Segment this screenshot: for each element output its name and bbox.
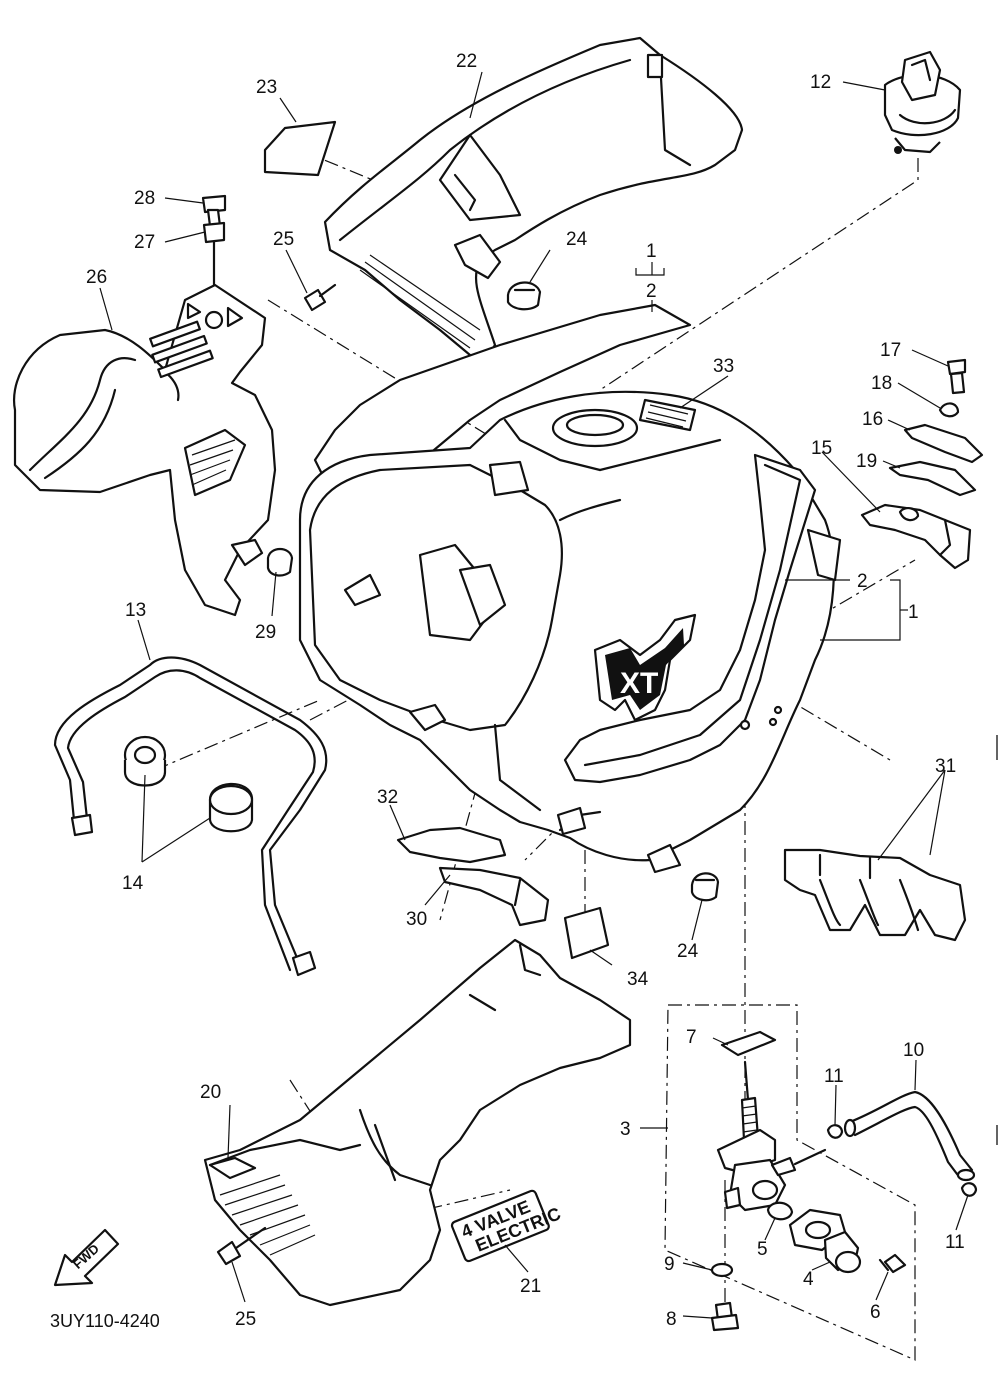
bracket-16 — [903, 423, 984, 464]
callout-20: 20 — [200, 1082, 221, 1103]
callout-32: 32 — [377, 787, 398, 808]
valve-decal: 4 VALVE ELECTRIC — [450, 1189, 563, 1263]
callout-5: 5 — [757, 1239, 768, 1260]
tank-frame-bar — [53, 656, 328, 977]
screw-25-top — [303, 283, 337, 312]
callout-21: 21 — [520, 1276, 541, 1297]
tank-emblem-text: XT — [620, 667, 658, 700]
fuel-tank: XT — [298, 390, 842, 874]
callout-26: 26 — [86, 267, 107, 288]
callout-16: 16 — [862, 409, 883, 430]
callout-14: 14 — [122, 873, 144, 894]
left-side-cover — [13, 283, 277, 617]
callout-6: 6 — [870, 1302, 881, 1323]
upper-tank-cover — [323, 36, 744, 362]
callout-11-left: 11 — [824, 1066, 844, 1087]
callout-3: 3 — [620, 1119, 631, 1140]
callout-15: 15 — [811, 438, 832, 459]
cover-decal — [263, 120, 337, 177]
side-cover-31 — [783, 848, 967, 942]
bracket-15 — [860, 503, 972, 570]
grommet-24-bottom — [690, 872, 720, 902]
plate-32 — [396, 826, 507, 864]
callout-11-right: 11 — [945, 1232, 965, 1253]
callout-29: 29 — [255, 622, 276, 643]
fuel-cock-assembly — [716, 1030, 827, 1212]
grommet-29 — [266, 547, 294, 577]
callout-12: 12 — [810, 72, 831, 93]
callout-2-side: 2 — [857, 571, 868, 592]
callout-18: 18 — [871, 373, 892, 394]
callout-8: 8 — [666, 1309, 677, 1330]
screw-17 — [946, 358, 967, 395]
leader-lines — [99, 71, 969, 1319]
callout-28: 28 — [134, 188, 155, 209]
callout-9: 9 — [664, 1254, 675, 1275]
callout-labels: 1 2 1 2 3 4 5 6 7 8 9 10 11 11 12 13 14 … — [86, 51, 965, 1330]
callout-19: 19 — [856, 451, 877, 472]
screw-6 — [878, 1253, 907, 1274]
callout-34: 34 — [627, 969, 649, 990]
callout-2-top: 2 — [646, 281, 657, 302]
callout-10: 10 — [903, 1040, 924, 1061]
clip-11b — [960, 1182, 978, 1197]
o-ring-5 — [766, 1201, 794, 1221]
clip-11a — [826, 1124, 844, 1139]
callout-25-top: 25 — [273, 229, 294, 250]
callout-13: 13 — [125, 600, 146, 621]
pad-34 — [563, 906, 610, 960]
callout-4: 4 — [803, 1269, 814, 1290]
damper-30 — [438, 866, 550, 927]
callout-1-top: 1 — [646, 241, 657, 262]
screw-25-bottom — [216, 1226, 267, 1266]
callout-25-bottom: 25 — [235, 1309, 256, 1330]
callout-27: 27 — [134, 232, 155, 253]
washer-18 — [938, 402, 960, 418]
callout-22: 22 — [456, 51, 477, 72]
screw-28 — [201, 194, 227, 228]
gasket-4 — [788, 1208, 862, 1274]
grommet-24-top — [506, 281, 542, 311]
callout-24-bottom: 24 — [677, 941, 699, 962]
callout-33: 33 — [713, 356, 734, 377]
callout-7: 7 — [686, 1027, 697, 1048]
diagram-code: 3UY110-4240 — [50, 1311, 160, 1331]
fuel-hose-10 — [843, 1090, 976, 1182]
callout-24-top: 24 — [566, 229, 588, 250]
bracket-19 — [888, 460, 977, 497]
screw-8 — [710, 1301, 740, 1332]
callout-23: 23 — [256, 77, 277, 98]
damper-14-right — [208, 782, 254, 833]
filter-7 — [720, 1030, 777, 1057]
callout-17: 17 — [880, 340, 901, 361]
fwd-arrow-icon: FWD — [53, 1228, 120, 1287]
lower-side-cover — [203, 938, 632, 1307]
filler-cap — [883, 50, 962, 154]
damper-14-left — [123, 735, 167, 787]
callout-1-side: 1 — [908, 602, 919, 623]
group-brackets — [635, 262, 908, 641]
washer-9 — [710, 1262, 734, 1278]
callout-30: 30 — [406, 909, 427, 930]
callout-31: 31 — [935, 756, 956, 777]
